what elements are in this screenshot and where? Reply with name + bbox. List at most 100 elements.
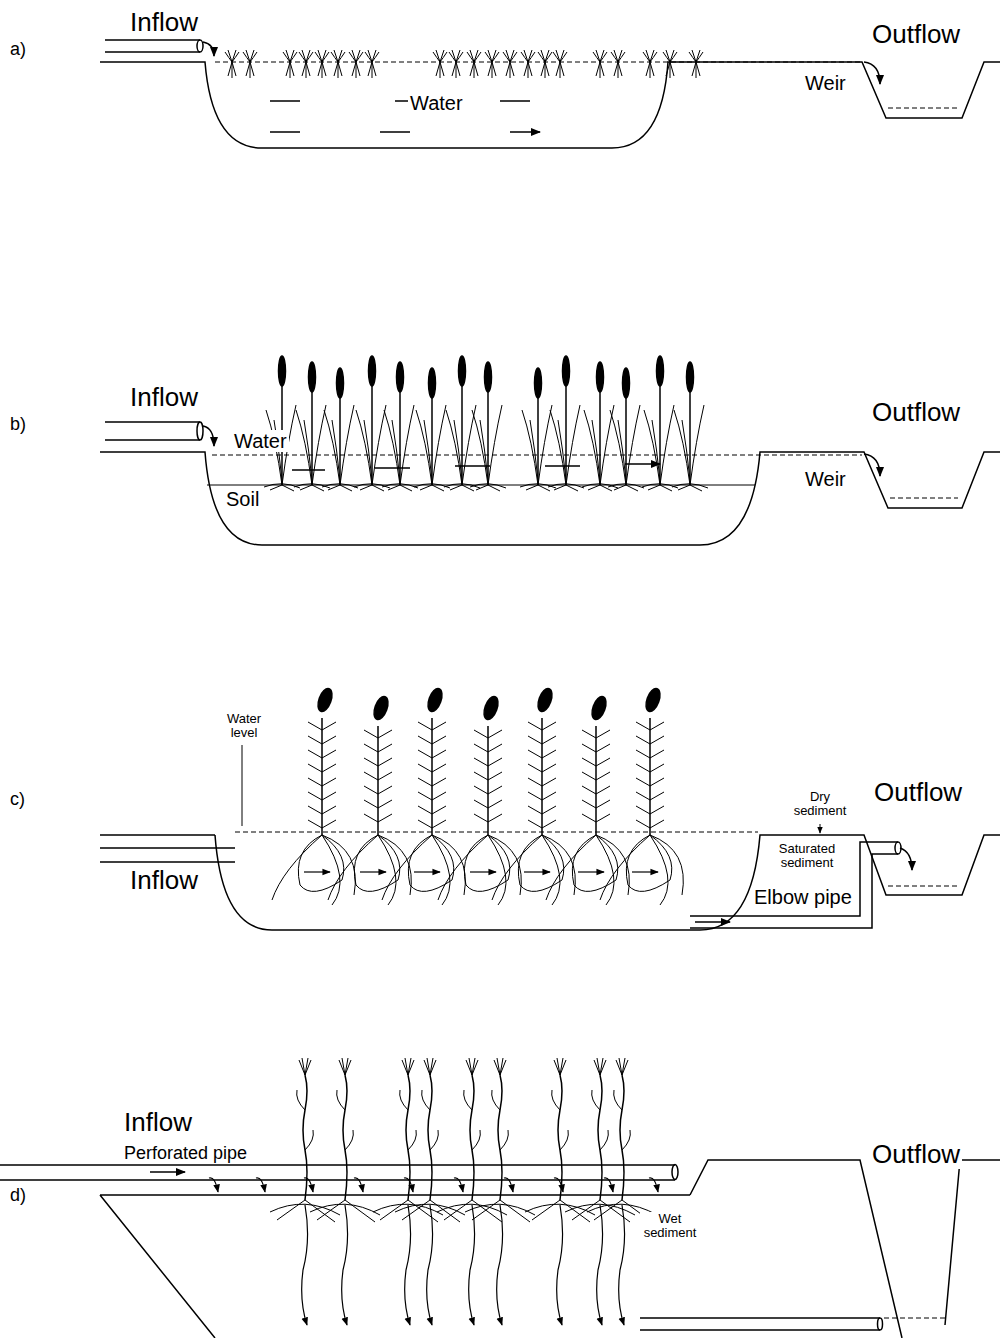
plant-stroke	[584, 405, 614, 485]
plant-stroke	[334, 62, 342, 78]
plant-stroke	[608, 484, 644, 491]
plant-stroke	[610, 405, 640, 485]
illustration-stroke	[225, 50, 703, 78]
cattail-head	[485, 362, 492, 392]
plant-stroke	[321, 718, 323, 835]
plant-stroke	[582, 484, 618, 491]
plant-stroke	[504, 1178, 513, 1192]
part-label: Weir	[803, 468, 848, 490]
plant-stroke	[672, 484, 708, 491]
plant-stroke	[449, 50, 463, 62]
plant-stroke	[283, 50, 297, 62]
plant-stroke	[492, 1090, 509, 1150]
plant-stroke	[339, 1058, 351, 1075]
plant-stroke	[225, 50, 239, 62]
illustration-stroke	[150, 1171, 185, 1173]
reed-head	[481, 695, 500, 722]
illustration-stroke	[884, 1318, 945, 1319]
plant-stroke	[674, 405, 704, 485]
plant-stroke	[498, 1075, 502, 1200]
plant-stroke	[470, 871, 496, 872]
plant-stroke	[414, 484, 450, 491]
plant-stroke	[424, 1058, 436, 1075]
part-label: Saturated sediment	[770, 842, 844, 871]
illustration-stroke	[197, 40, 203, 52]
plant-stroke	[365, 50, 379, 62]
plant-stroke	[246, 62, 254, 78]
part-label: Outflow	[872, 778, 964, 807]
plant-stroke	[556, 62, 564, 78]
plant-stroke	[256, 1178, 265, 1192]
plant-stroke	[404, 1178, 413, 1192]
plant-stroke	[611, 50, 625, 62]
plant-stroke	[405, 1205, 411, 1325]
illustration-stroke	[888, 108, 960, 109]
panel-d	[0, 1058, 1000, 1338]
plant-stroke	[548, 484, 584, 491]
plant-stroke	[620, 1075, 624, 1200]
plant-stroke	[324, 405, 354, 485]
plant-stroke	[644, 405, 674, 485]
plant-stroke	[600, 835, 683, 905]
plant-stroke	[461, 385, 463, 485]
plant-stroke	[521, 50, 535, 62]
plant-stroke	[331, 50, 345, 62]
plant-stroke	[452, 62, 460, 78]
plant-stroke	[209, 1178, 218, 1192]
part-label: Outflow	[870, 20, 962, 49]
plant-stroke	[663, 50, 677, 62]
illustration-stroke	[203, 42, 214, 56]
part-label: Outflow	[870, 1140, 962, 1169]
plant-stroke	[418, 722, 446, 828]
plant-stroke	[302, 62, 310, 78]
plant-stroke	[649, 718, 651, 835]
plant-stroke	[541, 718, 543, 835]
plant-stroke	[619, 1205, 625, 1325]
plant-stroke	[373, 1200, 443, 1222]
plant-stroke	[552, 1090, 569, 1150]
illustration-stroke	[890, 498, 958, 499]
plant-stroke	[528, 722, 556, 828]
plant-stroke	[689, 50, 703, 62]
cattail-head	[687, 362, 694, 392]
illustration-stroke	[242, 745, 820, 833]
plant-stroke	[318, 62, 326, 78]
plant-stroke	[427, 1205, 433, 1325]
plant-stroke	[554, 1178, 563, 1192]
reed-head	[535, 687, 554, 714]
illustration-stroke	[235, 832, 758, 833]
plant-stroke	[642, 484, 678, 491]
illustration-stroke	[264, 356, 708, 491]
plant-stroke	[228, 62, 236, 78]
illustration-stroke	[270, 101, 540, 132]
plant-stroke	[487, 726, 489, 835]
plant-stroke	[299, 50, 313, 62]
plant-stroke	[592, 1090, 609, 1150]
plant-stroke	[342, 1205, 348, 1325]
illustration-stroke	[292, 464, 660, 470]
plant-stroke	[598, 1075, 602, 1200]
plant-stroke	[649, 1178, 658, 1192]
plant-stroke	[485, 50, 499, 62]
illustration-stroke	[900, 848, 912, 870]
part-label: Water level	[214, 712, 274, 741]
panel-a	[100, 40, 1000, 148]
illustration-stroke	[640, 1318, 880, 1330]
plant-stroke	[597, 1205, 603, 1325]
illustration-stroke	[695, 921, 730, 923]
plant-stroke	[446, 405, 476, 485]
plant-stroke	[470, 62, 478, 78]
plant-stroke	[474, 730, 502, 822]
cattail-head	[309, 362, 316, 392]
part-label: Perforated pipe	[122, 1144, 249, 1164]
plant-stroke	[297, 1090, 314, 1150]
plant-stroke	[557, 1205, 563, 1325]
reed-head	[589, 695, 608, 722]
cattail-head	[337, 368, 344, 398]
plant-stroke	[382, 484, 418, 491]
plant-stroke	[294, 484, 330, 491]
part-label: Inflow	[128, 8, 200, 37]
part-label: Inflow	[128, 866, 200, 895]
plant-stroke	[322, 484, 358, 491]
plant-stroke	[616, 1058, 628, 1075]
